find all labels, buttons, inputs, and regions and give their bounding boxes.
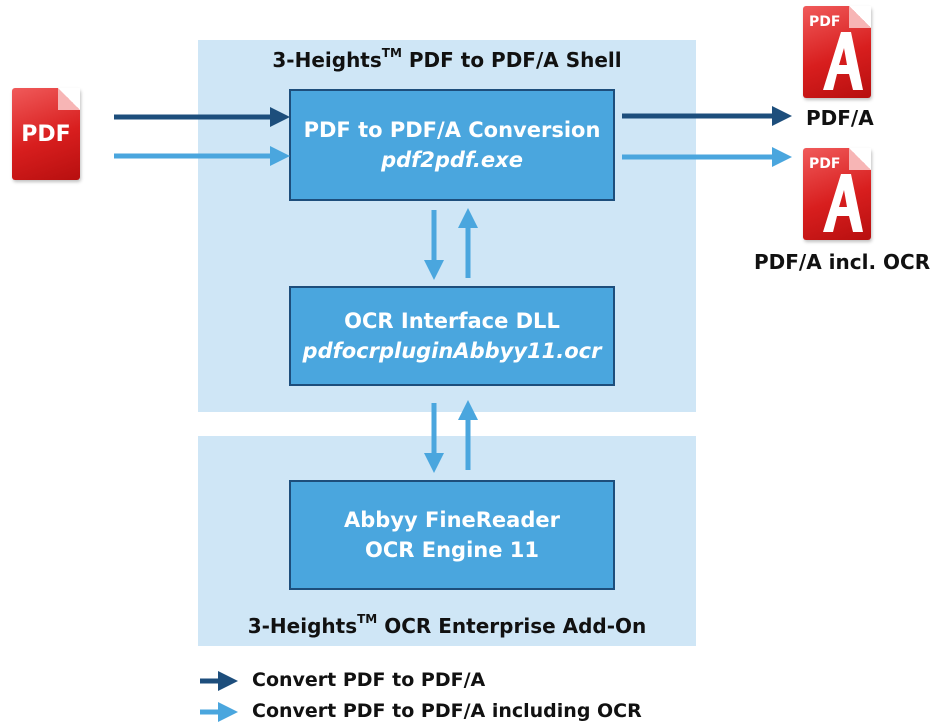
conversion-box-title: PDF to PDF/A Conversion — [303, 118, 601, 142]
output-pdfa-ocr-label: PDF/A incl. OCR — [754, 250, 931, 274]
ocr-engine-box: Abbyy FineReader OCR Engine 11 — [289, 480, 615, 590]
conversion-box-exe: pdf2pdf.exe — [381, 148, 523, 172]
legend-item-convert: Convert PDF to PDF/A — [252, 669, 486, 691]
addon-panel-title: 3-HeightsTM OCR Enterprise Add-On — [247, 612, 647, 638]
letter-a-icon — [823, 32, 863, 90]
icon-fold-corner — [849, 6, 871, 28]
icon-fold-corner — [849, 148, 871, 170]
output-pdfa-ocr-icon: PDF — [803, 148, 871, 240]
conversion-box: PDF to PDF/A Conversion pdf2pdf.exe — [289, 89, 615, 201]
ocr-interface-box-title: OCR Interface DLL — [344, 309, 560, 333]
output-pdfa-label: PDF/A — [806, 106, 874, 130]
letter-a-icon — [823, 174, 863, 232]
output-pdfa-icon: PDF — [803, 6, 871, 98]
ocr-engine-box-line1: Abbyy FineReader — [344, 508, 560, 532]
output-pdfa-icon-text: PDF — [809, 14, 841, 30]
shell-panel-title: 3-HeightsTM PDF to PDF/A Shell — [272, 46, 622, 72]
input-pdf-icon-text: PDF — [21, 122, 71, 147]
ocr-engine-box-line2: OCR Engine 11 — [365, 538, 539, 562]
ocr-interface-box-dll: pdfocrpluginAbbyy11.ocr — [302, 339, 602, 363]
output-pdfa-ocr-icon-text: PDF — [809, 156, 841, 172]
legend-item-convert-ocr: Convert PDF to PDF/A including OCR — [252, 700, 642, 722]
input-pdf-icon: PDF — [12, 88, 80, 180]
ocr-interface-box: OCR Interface DLL pdfocrpluginAbbyy11.oc… — [289, 286, 615, 386]
icon-fold-corner — [58, 88, 80, 110]
